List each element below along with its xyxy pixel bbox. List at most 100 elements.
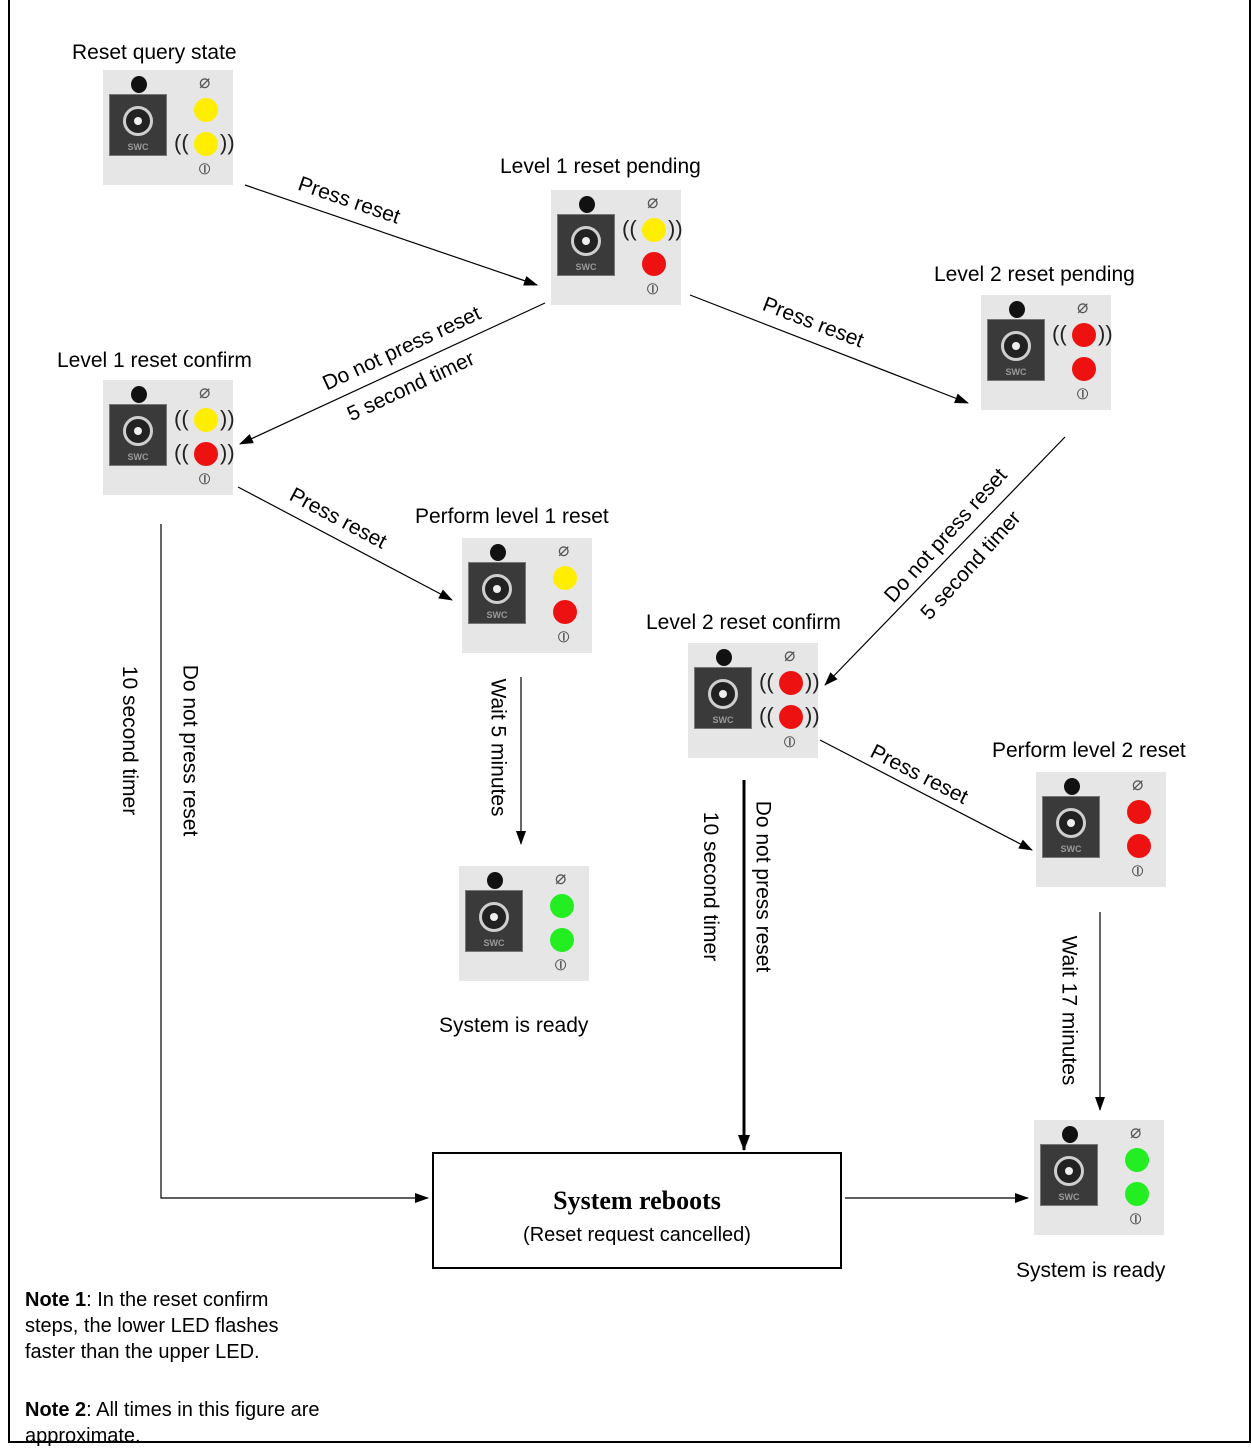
panel-level1-pending: SWC⌀(())⦶ [551, 190, 683, 305]
status-icon: ⌀ [199, 72, 211, 93]
reset-switch-ring [571, 226, 601, 256]
reset-switch: SWC [1040, 1144, 1098, 1206]
flash-left-icon: (( [174, 406, 189, 431]
switch-label: SWC [127, 142, 149, 152]
power-icon: ⦶ [558, 629, 570, 646]
panel-perform-level2: SWC⌀⦶ [1036, 772, 1166, 887]
reset-button-hole [1009, 301, 1025, 318]
switch-label: SWC [1058, 1192, 1080, 1202]
note-1: Note 1: In the reset confirm steps, the … [25, 1287, 325, 1365]
led-upper [1127, 800, 1151, 824]
panel-level1-confirm: SWC ⌀ (()) (()) ⦶ [103, 380, 235, 495]
reset-switch: SWC [987, 319, 1045, 381]
label-do-not-press-reset-4: Do not press reset [751, 800, 775, 973]
reset-switch-ring [479, 902, 509, 932]
reset-button-hole [131, 386, 147, 403]
flash-left-icon: (( [622, 216, 637, 241]
flash-left-icon: (( [759, 669, 774, 694]
state-title-ready-2: System is ready [1016, 1259, 1166, 1282]
status-icon: ⌀ [1132, 774, 1144, 795]
status-icon: ⌀ [647, 192, 659, 213]
state-title-ready-1: System is ready [439, 1014, 589, 1037]
led-upper [194, 408, 218, 432]
panel-perform-level1: SWC ⌀ ⦶ [462, 538, 592, 653]
state-title-reset-query: Reset query state [72, 41, 237, 64]
power-icon: ⦶ [1077, 386, 1089, 403]
led-lower [553, 600, 577, 624]
flash-right-icon: )) [668, 216, 683, 241]
switch-label: SWC [486, 610, 508, 620]
led-lower [779, 705, 803, 729]
panel-ready-1: SWC⌀⦶ [459, 866, 589, 981]
reset-button-hole [487, 872, 503, 889]
note-2: Note 2: All times in this figure are app… [25, 1397, 325, 1449]
power-icon: ⦶ [784, 734, 796, 751]
reset-switch-ring [482, 574, 512, 604]
switch-label: SWC [712, 715, 734, 725]
arrow-l1confirm-to-perform1 [237, 486, 453, 601]
power-icon: ⦶ [199, 471, 211, 488]
flash-right-icon: )) [220, 440, 235, 465]
led-lower [1072, 357, 1096, 381]
flash-left-icon: (( [174, 130, 189, 155]
label-do-not-press-reset-3: Do not press reset [178, 664, 202, 837]
reset-switch: SWC [557, 214, 615, 276]
power-icon: ⦶ [555, 957, 567, 974]
reset-switch-ring [123, 416, 153, 446]
power-icon: ⦶ [1130, 1211, 1142, 1228]
state-title-level2-confirm: Level 2 reset confirm [646, 611, 841, 634]
reset-switch-ring [1001, 331, 1031, 361]
power-icon: ⦶ [1132, 863, 1144, 880]
reset-switch: SWC [468, 562, 526, 624]
note-1-label: Note 1 [25, 1289, 87, 1311]
arrow-l1pending-to-l1confirm [239, 302, 546, 445]
state-title-perform-level1: Perform level 1 reset [415, 505, 609, 528]
led-lower [642, 252, 666, 276]
label-wait-5-minutes: Wait 5 minutes [486, 678, 510, 817]
reboot-subtitle: (Reset request cancelled) [523, 1224, 751, 1246]
reset-button-hole [1062, 1126, 1078, 1143]
arrow-l2pending-to-l2confirm [824, 436, 1066, 686]
reset-button-hole [131, 76, 147, 93]
flash-right-icon: )) [220, 130, 235, 155]
reset-button-hole [716, 649, 732, 666]
status-icon: ⌀ [1077, 297, 1089, 318]
led-lower [1125, 1182, 1149, 1206]
led-upper [1125, 1148, 1149, 1172]
led-lower [550, 928, 574, 952]
reset-button-hole [490, 544, 506, 561]
reset-switch: SWC [109, 404, 167, 466]
flash-right-icon: )) [220, 406, 235, 431]
reset-switch: SWC [694, 667, 752, 729]
flash-left-icon: (( [1052, 321, 1067, 346]
arrow-l1pending-to-l2pending [689, 294, 969, 404]
arrow-l1confirm-to-reboot [160, 524, 429, 1203]
switch-label: SWC [483, 938, 505, 948]
flash-right-icon: )) [805, 669, 820, 694]
led-upper [553, 566, 577, 590]
reset-button-hole [579, 196, 595, 213]
flash-left-icon: (( [174, 440, 189, 465]
led-lower [1127, 834, 1151, 858]
flash-left-icon: (( [759, 703, 774, 728]
label-ten-second-timer-1: 10 second timer [118, 665, 142, 816]
reset-switch-ring [708, 679, 738, 709]
state-title-level1-pending: Level 1 reset pending [500, 155, 701, 178]
flash-right-icon: )) [1098, 321, 1113, 346]
status-icon: ⌀ [784, 645, 796, 666]
status-icon: ⌀ [199, 382, 211, 403]
note-1-text: : In the reset confirm steps, the lower … [25, 1289, 279, 1363]
reboot-title: System reboots [553, 1186, 721, 1215]
label-wait-17-minutes: Wait 17 minutes [1057, 935, 1081, 1086]
arrow-l2confirm-to-perform2 [819, 739, 1033, 851]
status-icon: ⌀ [1130, 1122, 1142, 1143]
switch-label: SWC [1005, 367, 1027, 377]
arrow-query-to-l1pending [244, 184, 538, 286]
note-2-text: : All times in this figure are approxima… [25, 1399, 320, 1447]
reset-button-hole [1064, 778, 1080, 795]
status-icon: ⌀ [558, 540, 570, 561]
note-2-label: Note 2 [25, 1399, 87, 1421]
power-icon: ⦶ [199, 161, 211, 178]
reset-switch: SWC [465, 890, 523, 952]
